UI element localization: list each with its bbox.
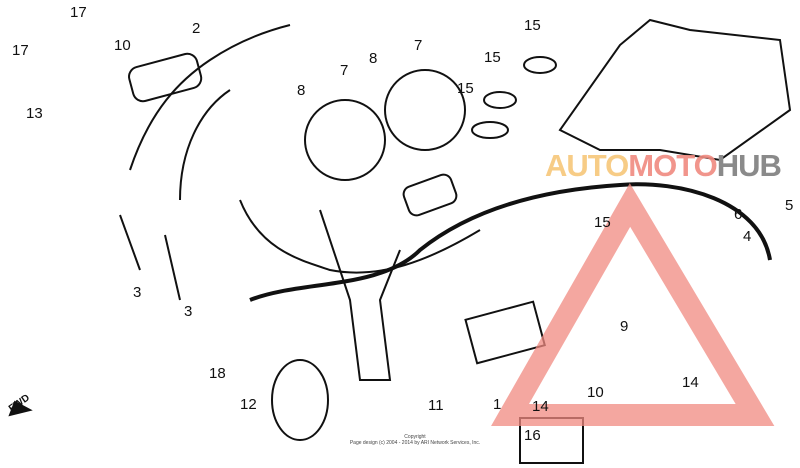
callout-2: 2 (192, 20, 201, 37)
bracket (319, 209, 401, 381)
regulator (464, 300, 546, 365)
callout-17: 17 (12, 42, 29, 59)
callout-15: 15 (594, 214, 611, 231)
callout-14: 14 (682, 374, 699, 391)
callout-5: 5 (785, 197, 794, 214)
callout-1: 1 (493, 396, 502, 413)
callout-16: 16 (524, 427, 541, 444)
spark-plug-leads (119, 214, 181, 301)
callout-11: 11 (428, 397, 444, 414)
callout-15: 15 (457, 80, 474, 97)
frame-outline (558, 18, 792, 162)
wire (129, 24, 291, 171)
callout-14: 14 (532, 398, 549, 415)
clip (523, 56, 557, 74)
callout-17: 17 (70, 4, 87, 21)
watermark-triangle (491, 183, 775, 426)
callout-15: 15 (484, 49, 501, 66)
callout-15: 15 (524, 17, 541, 34)
callout-3: 3 (133, 284, 142, 301)
callout-10: 10 (587, 384, 604, 401)
harness-branch (239, 199, 481, 274)
callout-10: 10 (114, 37, 131, 54)
callout-18: 18 (209, 365, 226, 382)
headlight-ring (384, 69, 466, 151)
logo-hub: HUB (716, 148, 782, 183)
ignition-coil (128, 52, 203, 103)
callout-8: 8 (297, 82, 306, 99)
watermark-logo: AUTOMOTOHUB (545, 148, 782, 183)
logo-auto: AUTO (545, 148, 629, 183)
copyright-line1: Copyright (404, 434, 426, 440)
main-harness (249, 182, 772, 302)
wire (179, 89, 231, 201)
callout-4: 4 (743, 228, 752, 245)
callout-8: 8 (369, 50, 378, 67)
logo-moto: MOTO (628, 148, 717, 183)
horn (271, 359, 329, 441)
callout-13: 13 (26, 105, 43, 122)
callout-12: 12 (240, 396, 257, 413)
callout-9: 9 (620, 318, 629, 335)
copyright-notice: Copyright Page design (c) 2004 - 2014 by… (300, 434, 530, 446)
callout-6: 6 (734, 206, 743, 223)
headlight-ring (304, 99, 386, 181)
clip (471, 121, 509, 139)
copyright-line2: Page design (c) 2004 - 2014 by ARI Netwo… (349, 440, 481, 446)
fwd-arrow-icon (8, 400, 33, 417)
callout-7: 7 (340, 62, 349, 79)
callout-3: 3 (184, 303, 193, 320)
callout-7: 7 (414, 37, 423, 54)
relay-unit (402, 173, 458, 217)
clip (483, 91, 517, 109)
